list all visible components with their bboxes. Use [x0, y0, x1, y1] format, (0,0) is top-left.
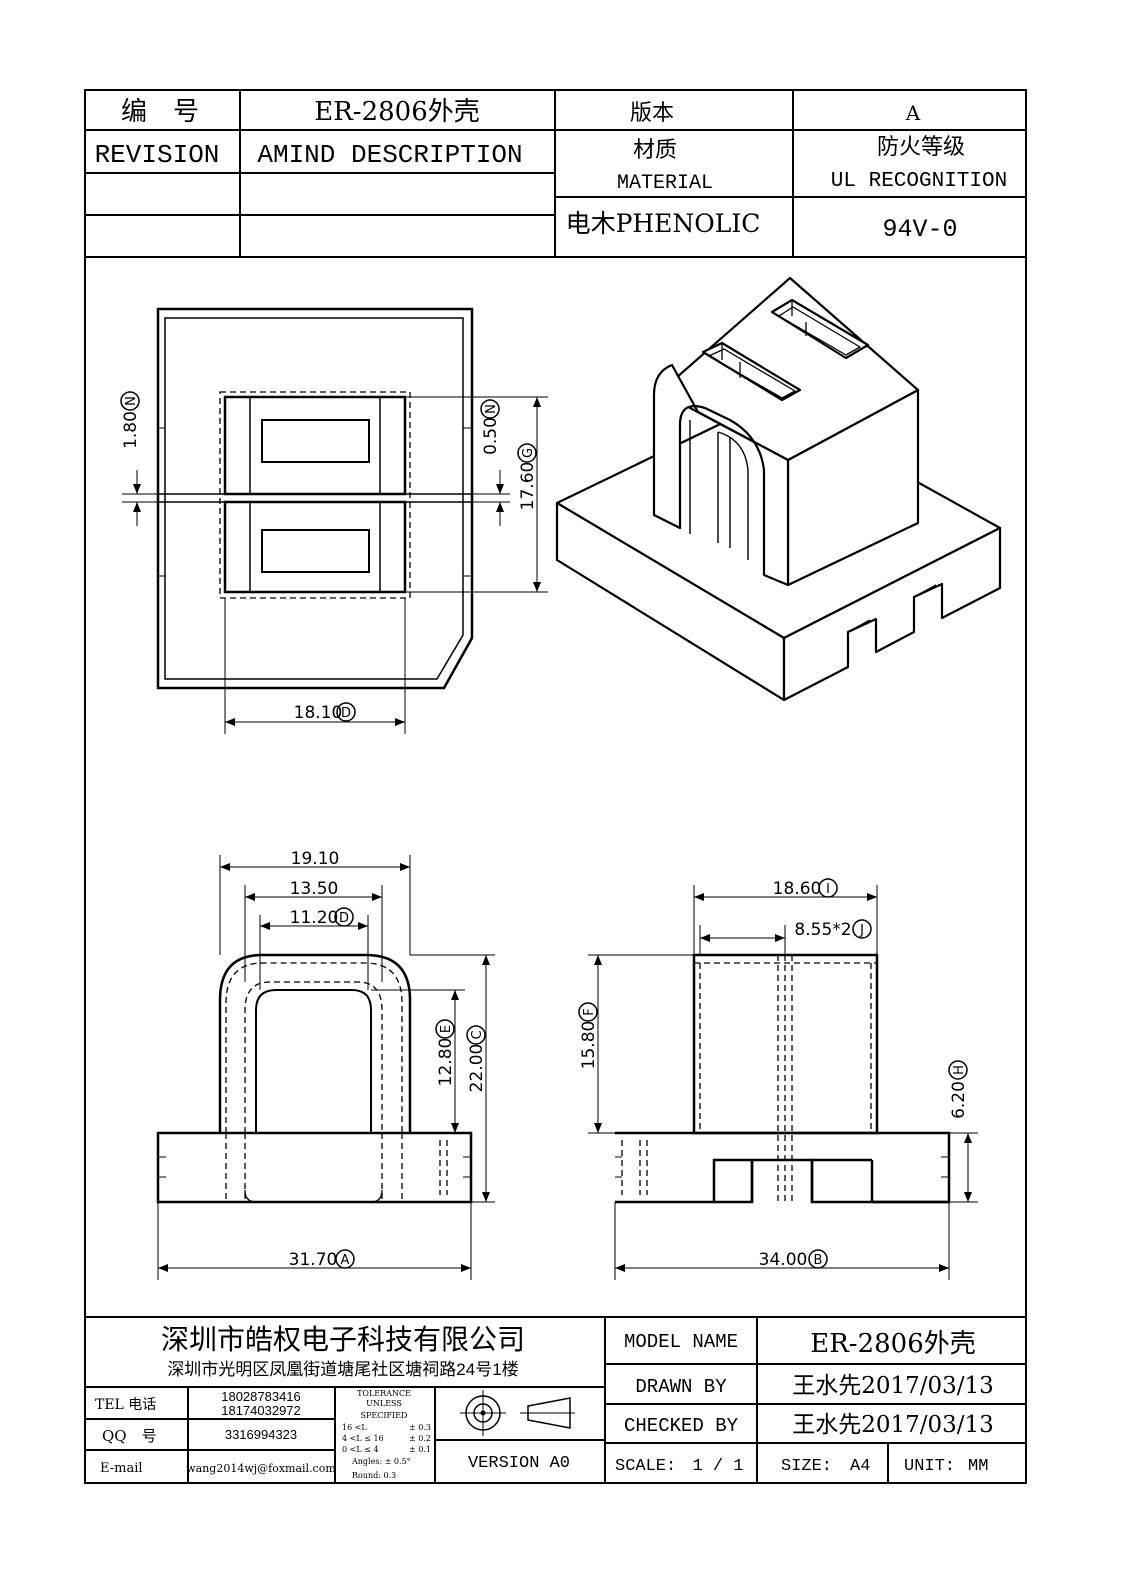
size-label: SIZE: [781, 1457, 832, 1476]
tolerance-round: Round: 0.3 [352, 1471, 396, 1480]
model-name-label: MODEL NAME [624, 1331, 738, 1353]
header-text: 编 号 ER-2806外壳 版本 A REVISION AMIND DESCRI… [95, 97, 1008, 244]
top-view [122, 307, 548, 734]
tolerance-title-3: SPECIFIED [361, 1411, 408, 1420]
top-view-labels: 1.80 N 0.50 N 17.60 G 18.10 D [120, 391, 538, 723]
badge-f: F [582, 1008, 597, 1015]
dim-22-00: 22.00 [467, 1044, 487, 1093]
checked-by-value: 王水先2017/03/13 [792, 1412, 994, 1438]
qq-value: 3316994323 [225, 1427, 297, 1442]
badge-h: H [952, 1065, 967, 1075]
badge-a: A [341, 1253, 350, 1268]
scale-value: 1 / 1 [692, 1457, 743, 1476]
part-name: ER-2806外壳 [314, 97, 480, 127]
badge-g: G [521, 448, 536, 458]
front-view-arrows [158, 863, 490, 1272]
tolerance-row1-range: 16 <L [342, 1423, 367, 1432]
tolerance-title-2: UNLESS [366, 1399, 402, 1408]
tolerance-row3-range: 0 <L ≤ 4 [342, 1445, 379, 1454]
ul-value: 94V-0 [882, 215, 957, 244]
title-block-text: 深圳市皓权电子科技有限公司 深圳市光明区凤凰街道塘尾社区塘祠路24号1楼 TEL… [95, 1323, 994, 1480]
email-value: wang2014wj@foxmail.com [186, 1462, 336, 1475]
tel-2: 18174032972 [221, 1403, 301, 1418]
tel-label: TEL 电话 [95, 1397, 156, 1413]
badge-d-front: D [339, 911, 349, 926]
ul-label-en: UL RECOGNITION [831, 170, 1007, 193]
badge-n-left: N [124, 396, 139, 406]
front-view-labels: 19.10 13.50 11.20 D 12.80 E 22.00 C 31.7… [289, 849, 487, 1270]
material-label-cn: 材质 [633, 138, 677, 163]
company-address: 深圳市光明区凤凰街道塘尾社区塘祠路24号1楼 [167, 1360, 518, 1379]
dim-11-20: 11.20 [290, 908, 339, 928]
badge-b: B [814, 1253, 823, 1268]
dim-15-80: 15.80 [579, 1021, 599, 1070]
projection-symbol [460, 1390, 575, 1436]
drawn-by-label: DRAWN BY [635, 1376, 727, 1398]
company-name: 深圳市皓权电子科技有限公司 [161, 1323, 525, 1356]
tolerance-row1-tol: ± 0.3 [409, 1423, 431, 1432]
dim-13-50: 13.50 [290, 879, 339, 899]
model-name-value: ER-2806外壳 [810, 1329, 976, 1359]
badge-d-top: D [341, 706, 351, 721]
dim-31-70: 31.70 [289, 1250, 338, 1270]
tel-1: 18028783416 [221, 1389, 301, 1404]
revision-label: REVISION [95, 140, 220, 170]
top-view-arrows [133, 397, 541, 726]
unit-value: MM [968, 1457, 988, 1476]
amind-label: AMIND DESCRIPTION [257, 140, 522, 170]
title-block-grid [84, 1316, 1027, 1484]
qq-label: QQ 号 [102, 1427, 157, 1445]
tolerance-row3-tol: ± 0.1 [409, 1445, 431, 1454]
dim-18-10: 18.10 [294, 703, 343, 723]
dim-17-60: 17.60 [518, 462, 538, 511]
dim-8-55x2: 8.55*2 [794, 920, 851, 940]
badge-j: J [859, 923, 864, 938]
unit-label: UNIT: [904, 1457, 955, 1476]
front-view [156, 855, 495, 1280]
scale-label: SCALE: [615, 1457, 676, 1476]
side-view-arrows [594, 893, 972, 1272]
badge-n-right: N [484, 404, 499, 414]
dim-12-80: 12.80 [436, 1038, 456, 1087]
tolerance-angles: Angles: ± 0.5° [351, 1457, 411, 1466]
dim-0-50: 0.50 [481, 417, 501, 455]
badge-i: I [826, 882, 830, 897]
tolerance-title-1: TOLERANCE [357, 1389, 411, 1398]
tolerance-row2-range: 4 <L ≤ 16 [342, 1434, 384, 1443]
tolerance-row2-tol: ± 0.2 [409, 1434, 431, 1443]
dim-34-00: 34.00 [759, 1250, 808, 1270]
side-view-labels: 18.60 I 8.55*2 J 15.80 F 6.20 H 34.00 B [578, 878, 969, 1270]
dim-19-10: 19.10 [291, 849, 340, 869]
version-label: 版本 [630, 101, 674, 126]
material-label-en: MATERIAL [617, 172, 713, 195]
number-label: 编 号 [121, 97, 199, 127]
email-label: E-mail [100, 1461, 143, 1476]
drawn-by-value: 王水先2017/03/13 [792, 1373, 994, 1399]
ul-label-cn: 防火等级 [877, 135, 965, 160]
size-value: A4 [850, 1457, 870, 1476]
dim-6-20: 6.20 [949, 1081, 969, 1119]
checked-by-label: CHECKED BY [624, 1415, 739, 1437]
badge-c: C [470, 1030, 485, 1039]
side-view [588, 885, 978, 1280]
version-a0: VERSION A0 [468, 1454, 570, 1473]
dim-1-80: 1.80 [121, 411, 141, 449]
material-value: 电木PHENOLIC [566, 209, 761, 238]
version-value: A [905, 101, 921, 125]
badge-e: E [439, 1025, 454, 1033]
dim-18-60: 18.60 [773, 879, 822, 899]
isometric-view [555, 276, 1002, 702]
